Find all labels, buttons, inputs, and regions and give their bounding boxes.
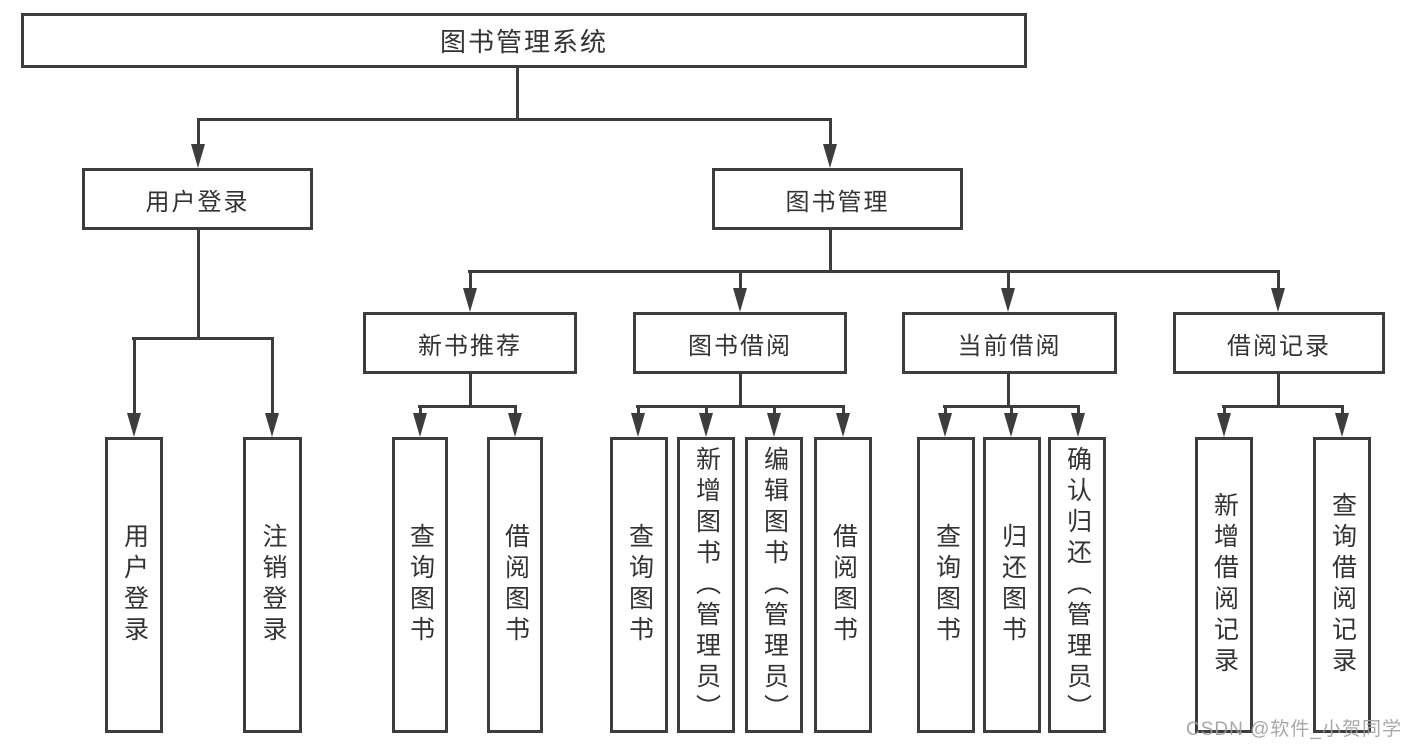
connector-line xyxy=(468,270,1280,273)
node-current-borrow-label: 当前借阅 xyxy=(957,332,1062,360)
arrow-down-icon xyxy=(1071,405,1085,437)
leaf-confirm-return-admin-label: 确认归还（管理员） xyxy=(1063,445,1092,725)
leaf-query-borrow-record: 查询借阅记录 xyxy=(1313,437,1371,733)
node-book-management-label: 图书管理 xyxy=(785,188,890,216)
arrow-down-icon xyxy=(1004,405,1018,437)
arrow-down-icon xyxy=(631,405,645,437)
connector-line xyxy=(516,68,519,121)
node-user-login: 用户登录 xyxy=(82,168,313,230)
leaf-edit-book-admin-label: 编辑图书（管理员） xyxy=(760,445,789,725)
arrow-down-icon xyxy=(265,337,279,437)
leaf-user-login-label: 用户登录 xyxy=(120,523,149,647)
node-root-label: 图书管理系统 xyxy=(439,27,608,57)
leaf-query-book-1: 查询图书 xyxy=(392,437,448,733)
leaf-add-book-admin: 新增图书（管理员） xyxy=(677,437,735,733)
node-book-borrow: 图书借阅 xyxy=(633,312,847,374)
arrow-down-icon xyxy=(1001,270,1015,312)
leaf-borrow-book-2-label: 借阅图书 xyxy=(829,523,858,647)
leaf-borrow-book-1: 借阅图书 xyxy=(487,437,543,733)
arrow-down-icon xyxy=(127,337,141,437)
arrow-down-icon xyxy=(699,405,713,437)
node-borrow-record-label: 借阅记录 xyxy=(1227,332,1331,360)
connector-line xyxy=(197,118,831,121)
connector-line xyxy=(829,230,832,273)
node-book-management: 图书管理 xyxy=(712,168,963,230)
arrow-down-icon xyxy=(1217,405,1231,437)
connector-line xyxy=(1222,405,1344,408)
node-book-borrow-label: 图书借阅 xyxy=(688,332,792,360)
arrow-down-icon xyxy=(1271,270,1285,312)
connector-line xyxy=(1007,374,1010,408)
connector-line xyxy=(418,405,517,408)
connector-line xyxy=(739,374,742,408)
connector-line xyxy=(469,374,472,408)
leaf-add-book-admin-label: 新增图书（管理员） xyxy=(692,445,721,725)
arrow-down-icon xyxy=(1335,405,1349,437)
leaf-edit-book-admin: 编辑图书（管理员） xyxy=(745,437,803,733)
arrow-down-icon xyxy=(767,405,781,437)
arrow-down-icon xyxy=(823,118,837,168)
leaf-add-borrow-record-label: 新增借阅记录 xyxy=(1210,492,1239,678)
node-root: 图书管理系统 xyxy=(21,13,1027,68)
leaf-query-borrow-record-label: 查询借阅记录 xyxy=(1328,492,1357,678)
node-new-book-recommend: 新书推荐 xyxy=(363,312,577,374)
leaf-user-login: 用户登录 xyxy=(105,437,163,733)
leaf-borrow-book-2: 借阅图书 xyxy=(814,437,872,733)
leaf-confirm-return-admin: 确认归还（管理员） xyxy=(1048,437,1106,733)
leaf-return-book: 归还图书 xyxy=(983,437,1041,733)
leaf-logout: 注销登录 xyxy=(243,437,302,733)
arrow-down-icon xyxy=(463,270,477,312)
watermark: CSDN @软件_小贺同学 xyxy=(1186,719,1402,740)
node-user-login-label: 用户登录 xyxy=(145,188,250,216)
arrow-down-icon xyxy=(938,405,952,437)
arrow-down-icon xyxy=(733,270,747,312)
node-new-book-recommend-label: 新书推荐 xyxy=(418,332,522,360)
connector-line xyxy=(132,337,274,340)
connector-line xyxy=(197,230,200,340)
arrow-down-icon xyxy=(191,118,205,168)
leaf-query-book-1-label: 查询图书 xyxy=(406,523,435,647)
leaf-return-book-label: 归还图书 xyxy=(998,523,1027,647)
connector-line xyxy=(636,405,845,408)
leaf-logout-label: 注销登录 xyxy=(259,523,287,647)
connector-line xyxy=(1277,374,1280,408)
leaf-add-borrow-record: 新增借阅记录 xyxy=(1195,437,1253,733)
leaf-query-book-3-label: 查询图书 xyxy=(932,523,961,647)
arrow-down-icon xyxy=(508,405,522,437)
leaf-query-book-3: 查询图书 xyxy=(917,437,975,733)
leaf-borrow-book-1-label: 借阅图书 xyxy=(501,523,530,647)
leaf-query-book-2-label: 查询图书 xyxy=(625,523,654,647)
node-borrow-record: 借阅记录 xyxy=(1173,312,1385,374)
arrow-down-icon xyxy=(413,405,427,437)
arrow-down-icon xyxy=(836,405,850,437)
leaf-query-book-2: 查询图书 xyxy=(610,437,668,733)
node-current-borrow: 当前借阅 xyxy=(902,312,1117,374)
